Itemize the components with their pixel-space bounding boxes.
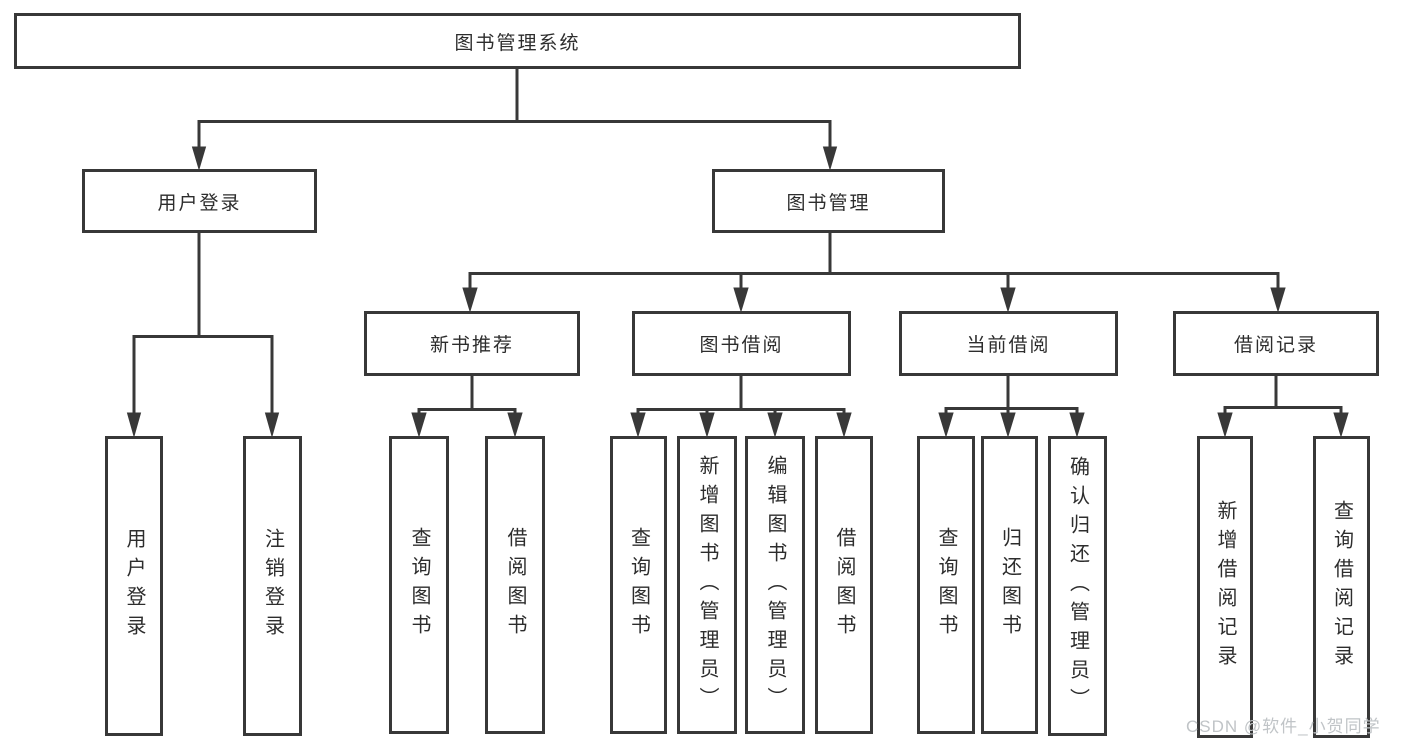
csdn-watermark: CSDN @软件_小贺同学: [1186, 717, 1381, 736]
arrowheads: [126, 146, 1349, 438]
node-recommend-borrow-book: 借阅图书: [485, 436, 545, 734]
node-records-add-record: 新增借阅记录: [1197, 436, 1253, 738]
node-recommend-query-book: 查询图书: [389, 436, 449, 734]
node-logout-action: 注销登录: [243, 436, 302, 736]
node-current-return-book: 归还图书: [981, 436, 1038, 734]
node-user-login-action: 用户登录: [105, 436, 163, 736]
node-borrow-edit-book-admin: 编辑图书（管理员）: [745, 436, 805, 734]
node-borrow-query-book: 查询图书: [610, 436, 667, 734]
connector-paths: [132, 68, 1343, 415]
node-book-borrow: 图书借阅: [632, 311, 851, 376]
node-borrow-borrow-book: 借阅图书: [815, 436, 873, 734]
node-book-management: 图书管理: [712, 169, 945, 233]
node-current-query-book: 查询图书: [917, 436, 975, 734]
node-user-login: 用户登录: [82, 169, 317, 233]
node-records-query-record: 查询借阅记录: [1313, 436, 1370, 738]
node-new-book-recommend: 新书推荐: [364, 311, 580, 376]
node-current-borrow: 当前借阅: [899, 311, 1118, 376]
node-current-confirm-return-admin: 确认归还（管理员）: [1048, 436, 1107, 736]
node-borrow-records: 借阅记录: [1173, 311, 1379, 376]
node-library-management-system: 图书管理系统: [14, 13, 1021, 69]
node-borrow-add-book-admin: 新增图书（管理员）: [677, 436, 737, 734]
